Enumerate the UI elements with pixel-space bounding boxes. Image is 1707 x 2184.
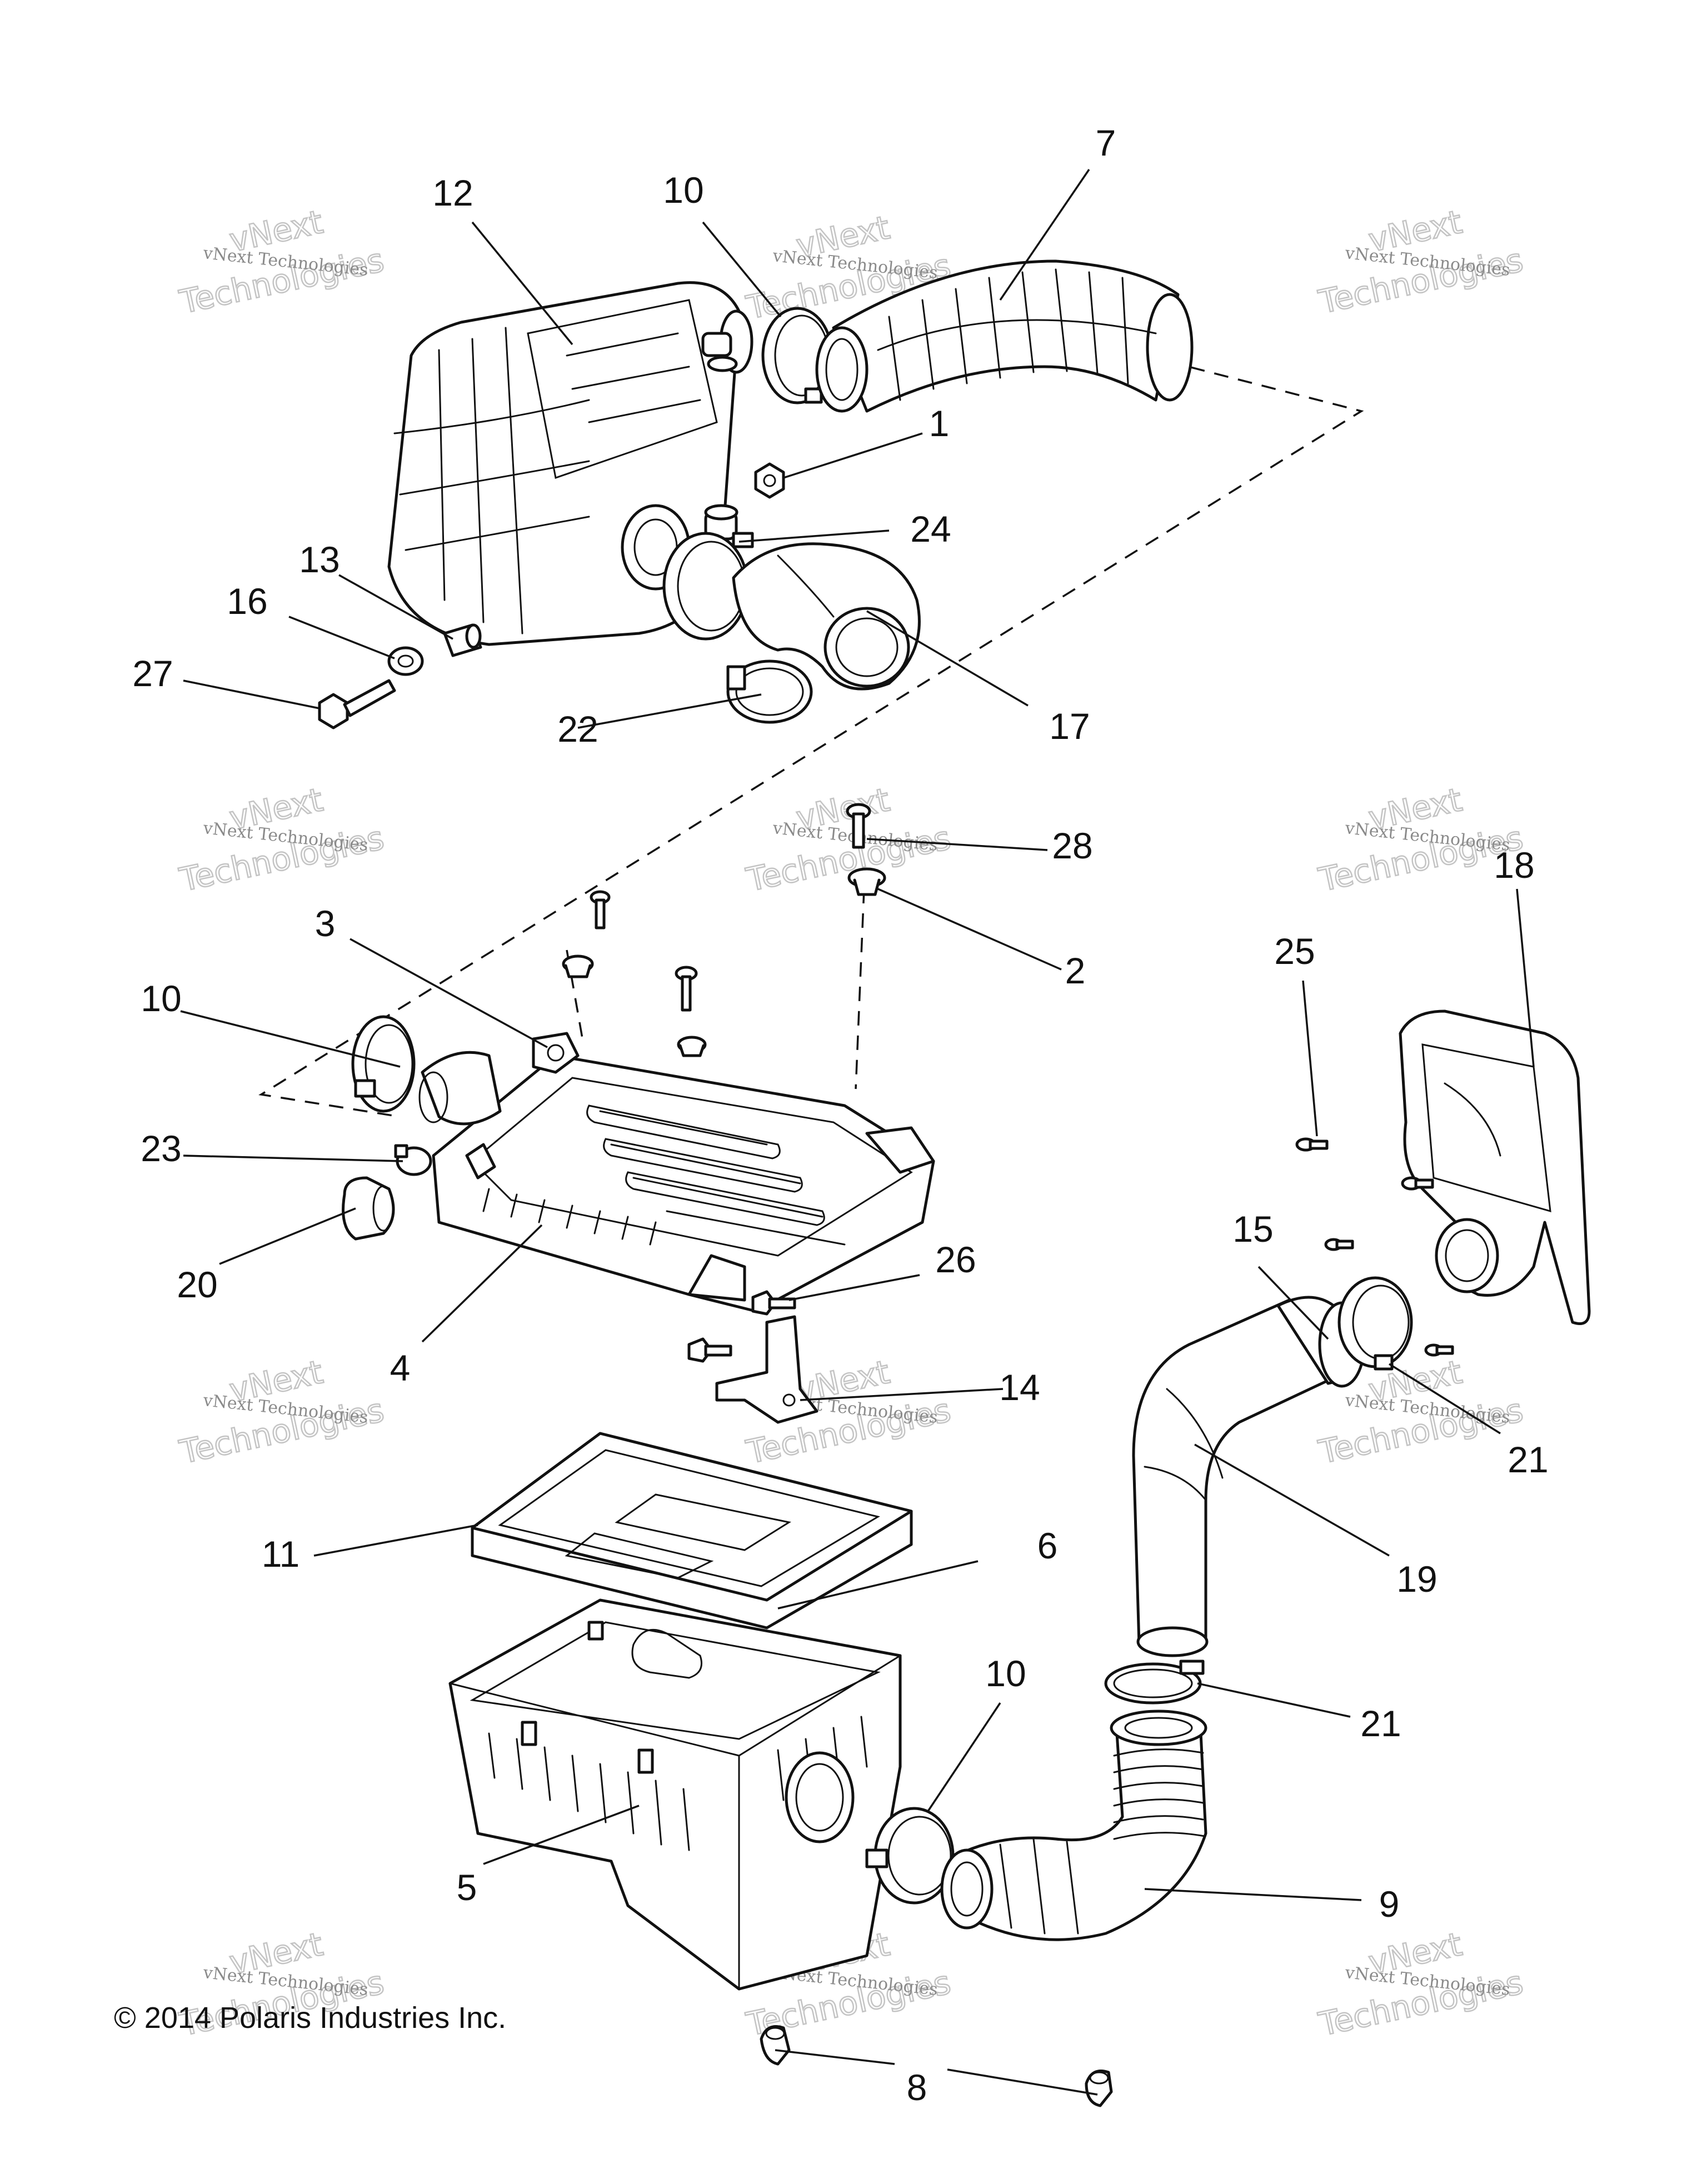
part-21-clamp-lower [1104, 1660, 1205, 1705]
callout-10: 10 [141, 978, 181, 1019]
part-9-lower-duct [940, 1710, 1207, 1941]
part-25-screws [1295, 1137, 1454, 1357]
part-28-screw [846, 803, 871, 849]
callout-6: 6 [1037, 1525, 1058, 1566]
callout-10: 10 [985, 1653, 1026, 1694]
screw-grommet-left [562, 890, 611, 978]
part-17-elbow-boot [732, 542, 921, 691]
callout-25: 25 [1274, 931, 1315, 972]
callout-4: 4 [390, 1347, 411, 1388]
callout-19: 19 [1396, 1558, 1437, 1600]
part-22-clamp [726, 659, 813, 724]
callout-15: 15 [1232, 1208, 1273, 1250]
callout-21: 21 [1360, 1703, 1401, 1744]
part-26-bolts [687, 1290, 796, 1363]
part-12-airbox-cover [387, 281, 753, 646]
part-27-bolt [318, 679, 396, 729]
part-10-clamp-bottom [865, 1807, 955, 1905]
grommet [704, 504, 738, 541]
part-16-washer [387, 646, 424, 676]
part-10-clamp-left [351, 1015, 416, 1113]
callout-8: 8 [907, 2067, 927, 2108]
callout-24: 24 [910, 508, 951, 549]
callout-20: 20 [177, 1264, 217, 1305]
callout-2: 2 [1065, 950, 1086, 991]
callout-12: 12 [432, 172, 473, 213]
callout-1: 1 [929, 403, 950, 444]
callout-11: 11 [262, 1533, 300, 1575]
part-20-cap [342, 1176, 395, 1241]
part-5-airbox-base [448, 1598, 902, 1991]
callout-3: 3 [315, 903, 336, 944]
callout-9: 9 [1379, 1883, 1400, 1925]
callout-23: 23 [141, 1128, 181, 1169]
callout-27: 27 [132, 653, 173, 694]
copyright-notice: © 2014 Polaris Industries Inc. [114, 2001, 506, 2035]
leader-lines [180, 169, 1535, 2096]
part-4-airbox-lid [418, 1032, 935, 1313]
part-21-clamp-upper [1337, 1276, 1413, 1371]
part-7-intake-duct [815, 259, 1194, 413]
part-2-grommet [847, 867, 886, 896]
callout-7: 7 [1096, 122, 1116, 163]
part-8-grommets [760, 2025, 1113, 2107]
part-11-air-filter [471, 1432, 913, 1630]
callout-5: 5 [457, 1867, 477, 1908]
callout-13: 13 [299, 539, 340, 580]
callout-14: 14 [999, 1367, 1040, 1408]
callouts: 7 10 12 1 24 17 22 13 16 27 28 2 3 10 23… [132, 122, 1548, 2108]
callout-17: 17 [1049, 706, 1090, 747]
part-19-upper-duct [1132, 1298, 1335, 1657]
callout-18: 18 [1494, 844, 1534, 886]
part-1-nut [754, 462, 785, 499]
callout-28: 28 [1052, 825, 1092, 866]
part-13-sleeve [443, 623, 482, 657]
callout-10: 10 [663, 169, 703, 211]
part-23-hose-clamp [394, 1144, 432, 1176]
screw-grommet-center [675, 966, 707, 1057]
callout-22: 22 [557, 708, 598, 749]
part-14-bracket [715, 1315, 818, 1424]
callout-26: 26 [935, 1239, 976, 1280]
part-18-inlet [1399, 1009, 1591, 1325]
callout-21: 21 [1508, 1439, 1548, 1480]
callout-16: 16 [227, 581, 267, 622]
